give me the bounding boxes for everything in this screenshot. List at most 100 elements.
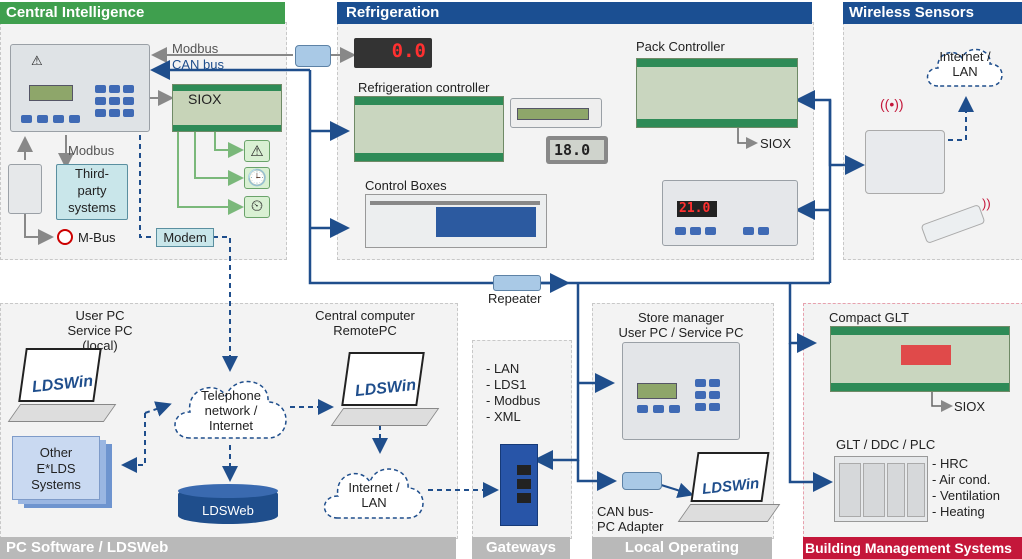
gateway-protocol-3: - XML (486, 409, 521, 424)
ldsweb-label: LDSWeb (202, 503, 254, 518)
wifi-signal-icon: ((•)) (880, 96, 904, 112)
control-boxes-label: Control Boxes (365, 178, 447, 193)
pc-software-title: PC Software / LDSWeb (0, 537, 456, 559)
mbus-gateway-device (8, 164, 42, 214)
central-unit-device: ⚠ (10, 44, 150, 132)
rail (370, 201, 540, 205)
key (695, 403, 706, 411)
bms-item-3: - Heating (932, 504, 985, 519)
refrigeration-title: Refrigeration (337, 2, 812, 24)
port (517, 493, 531, 503)
modem-box: Modem (156, 228, 214, 247)
internet-cloud-icon (323, 468, 424, 519)
temp-display-device: 0.0 (354, 38, 432, 68)
terminal-strip (637, 119, 797, 127)
key (109, 85, 120, 93)
terminal-strip (173, 125, 281, 131)
key (709, 391, 720, 399)
siox-module (172, 84, 282, 132)
key (669, 405, 680, 413)
gateway-protocol-1: - LDS1 (486, 377, 527, 392)
siox-label: SIOX (188, 91, 222, 107)
key (95, 97, 106, 105)
central-computer-laptop: LDSWin (330, 352, 440, 428)
modbus-connector-icon (295, 45, 331, 67)
key (123, 97, 134, 105)
gateway-protocol-2: - Modbus (486, 393, 541, 408)
store-panel-device: 21.0 (662, 180, 798, 246)
temp-display-value: 0.0 (391, 40, 426, 62)
telephone-label: Telephone network / Internet (201, 388, 261, 433)
can-adapter-icon (622, 472, 662, 490)
third-party-box: Third- party systems (56, 164, 128, 220)
store-manager-lcd (637, 383, 677, 399)
store-manager-device (622, 342, 740, 440)
control-box-cabinet (365, 194, 547, 248)
small-display-value: 18.0 (554, 141, 591, 159)
can-bus-label: CAN bus (172, 57, 225, 72)
relay-bank (901, 345, 951, 365)
key (21, 115, 32, 123)
alarm-warning-icon: ⚠ (244, 140, 270, 162)
compact-glt-board (830, 326, 1010, 392)
repeater-device (493, 275, 541, 291)
key (653, 405, 664, 413)
terminal-strip (637, 59, 797, 67)
gateway-device (500, 444, 538, 526)
key (695, 379, 706, 387)
port (517, 479, 531, 489)
bms-title: Building Management Systems (803, 537, 1022, 559)
mbus-meter-icon (57, 229, 73, 245)
key (695, 391, 706, 399)
bms-item-1: - Air cond. (932, 472, 991, 487)
plc-module (907, 463, 925, 517)
modbus-top-label: Modbus (172, 41, 219, 56)
terminal-strip (831, 383, 1009, 391)
key (637, 405, 648, 413)
gateways-title: Gateways (472, 537, 570, 559)
local-operating-title: Local Operating (592, 537, 772, 559)
wireless-gateway-device (865, 130, 945, 194)
compact-glt-label: Compact GLT (829, 310, 909, 325)
key (705, 227, 716, 235)
repeater-label: Repeater (488, 291, 542, 306)
plc-module (887, 463, 905, 517)
key (758, 227, 769, 235)
plc-device (834, 456, 928, 522)
central-intelligence-title: Central Intelligence (0, 2, 285, 24)
key (123, 109, 134, 117)
key (709, 379, 720, 387)
internet-lan-label: Internet / LAN (348, 480, 400, 510)
key (53, 115, 64, 123)
wireless-internet-label: Internet / LAN (939, 49, 991, 79)
sensor-signal-icon: )) (982, 196, 991, 211)
terminal-strip (355, 153, 503, 161)
terminal-strip (831, 327, 1009, 335)
key (95, 109, 106, 117)
store-manager-label: Store manager User PC / Service PC (618, 310, 744, 340)
central-lcd (29, 85, 73, 101)
key (709, 403, 720, 411)
key (37, 115, 48, 123)
key (743, 227, 754, 235)
store-panel-value: 21.0 (679, 201, 711, 216)
laptop-base (7, 404, 117, 422)
user-pc-laptop: LDSWin (7, 348, 117, 424)
mbus-label: M-Bus (78, 230, 116, 245)
bms-item-2: - Ventilation (932, 488, 1000, 503)
wireless-cloud-icon (926, 48, 1003, 87)
bms-item-0: - HRC (932, 456, 969, 471)
other-lds-box: Other E*LDS Systems (12, 436, 100, 500)
local-laptop: LDSWin (677, 452, 781, 528)
key (123, 85, 134, 93)
can-adapter-label: CAN bus- PC Adapter (597, 504, 664, 534)
refrigeration-controller-label: Refrigeration controller (358, 80, 490, 95)
refrigeration-controller-board (354, 96, 504, 162)
small-display-device: 18.0 (546, 136, 608, 164)
meter-icon: ⏲ (244, 196, 270, 218)
pack-controller-label: Pack Controller (636, 39, 725, 54)
small-display-screen (550, 140, 604, 160)
clock-icon: 🕒 (244, 167, 270, 189)
gateway-protocol-0: - LAN (486, 361, 520, 376)
ldsweb-database-top (178, 484, 278, 498)
